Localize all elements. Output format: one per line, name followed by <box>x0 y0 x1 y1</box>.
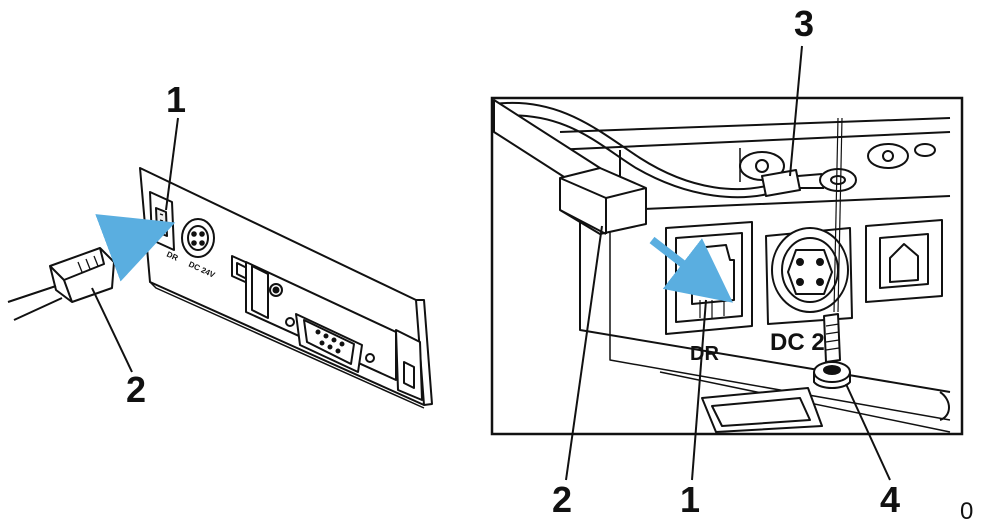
screw-guide-line <box>833 117 839 313</box>
right-callout-4: 4 <box>880 479 901 520</box>
right-callout-3: 3 <box>794 3 815 44</box>
left-callout-1: 1 <box>166 79 187 120</box>
drawer-kick-plug <box>493 99 647 235</box>
right-callout-2: 2 <box>552 479 573 520</box>
left-interface-figure <box>7 117 433 409</box>
drawer-kick-plug <box>7 247 115 321</box>
right-detail-figure <box>493 45 951 481</box>
plug-cable <box>7 285 63 321</box>
ground-ring-terminal <box>797 168 857 192</box>
left-callout-2: 2 <box>126 369 147 410</box>
dc-power-connector <box>765 227 853 325</box>
leader-line-1 <box>165 117 179 211</box>
insert-arrow <box>649 236 733 303</box>
leader-line-1 <box>691 299 707 481</box>
right-callout-1: 1 <box>680 479 701 520</box>
serial-interface-board <box>245 261 397 381</box>
insert-arrow <box>95 214 176 282</box>
dc-power-connector <box>181 218 215 258</box>
ground-wire <box>493 101 801 199</box>
usb-port <box>865 219 943 303</box>
page-number: 0 <box>960 498 974 525</box>
right-port-label: DR <box>690 343 719 365</box>
leader-line-2 <box>565 225 603 481</box>
right-power-label: DC 2 <box>770 329 825 356</box>
leader-line-2 <box>91 287 133 373</box>
ground-screw <box>813 313 851 389</box>
leader-line-4 <box>845 383 891 481</box>
leader-line-3 <box>789 45 803 177</box>
drawer-kick-port <box>149 191 175 251</box>
drawer-kick-port <box>665 221 753 335</box>
